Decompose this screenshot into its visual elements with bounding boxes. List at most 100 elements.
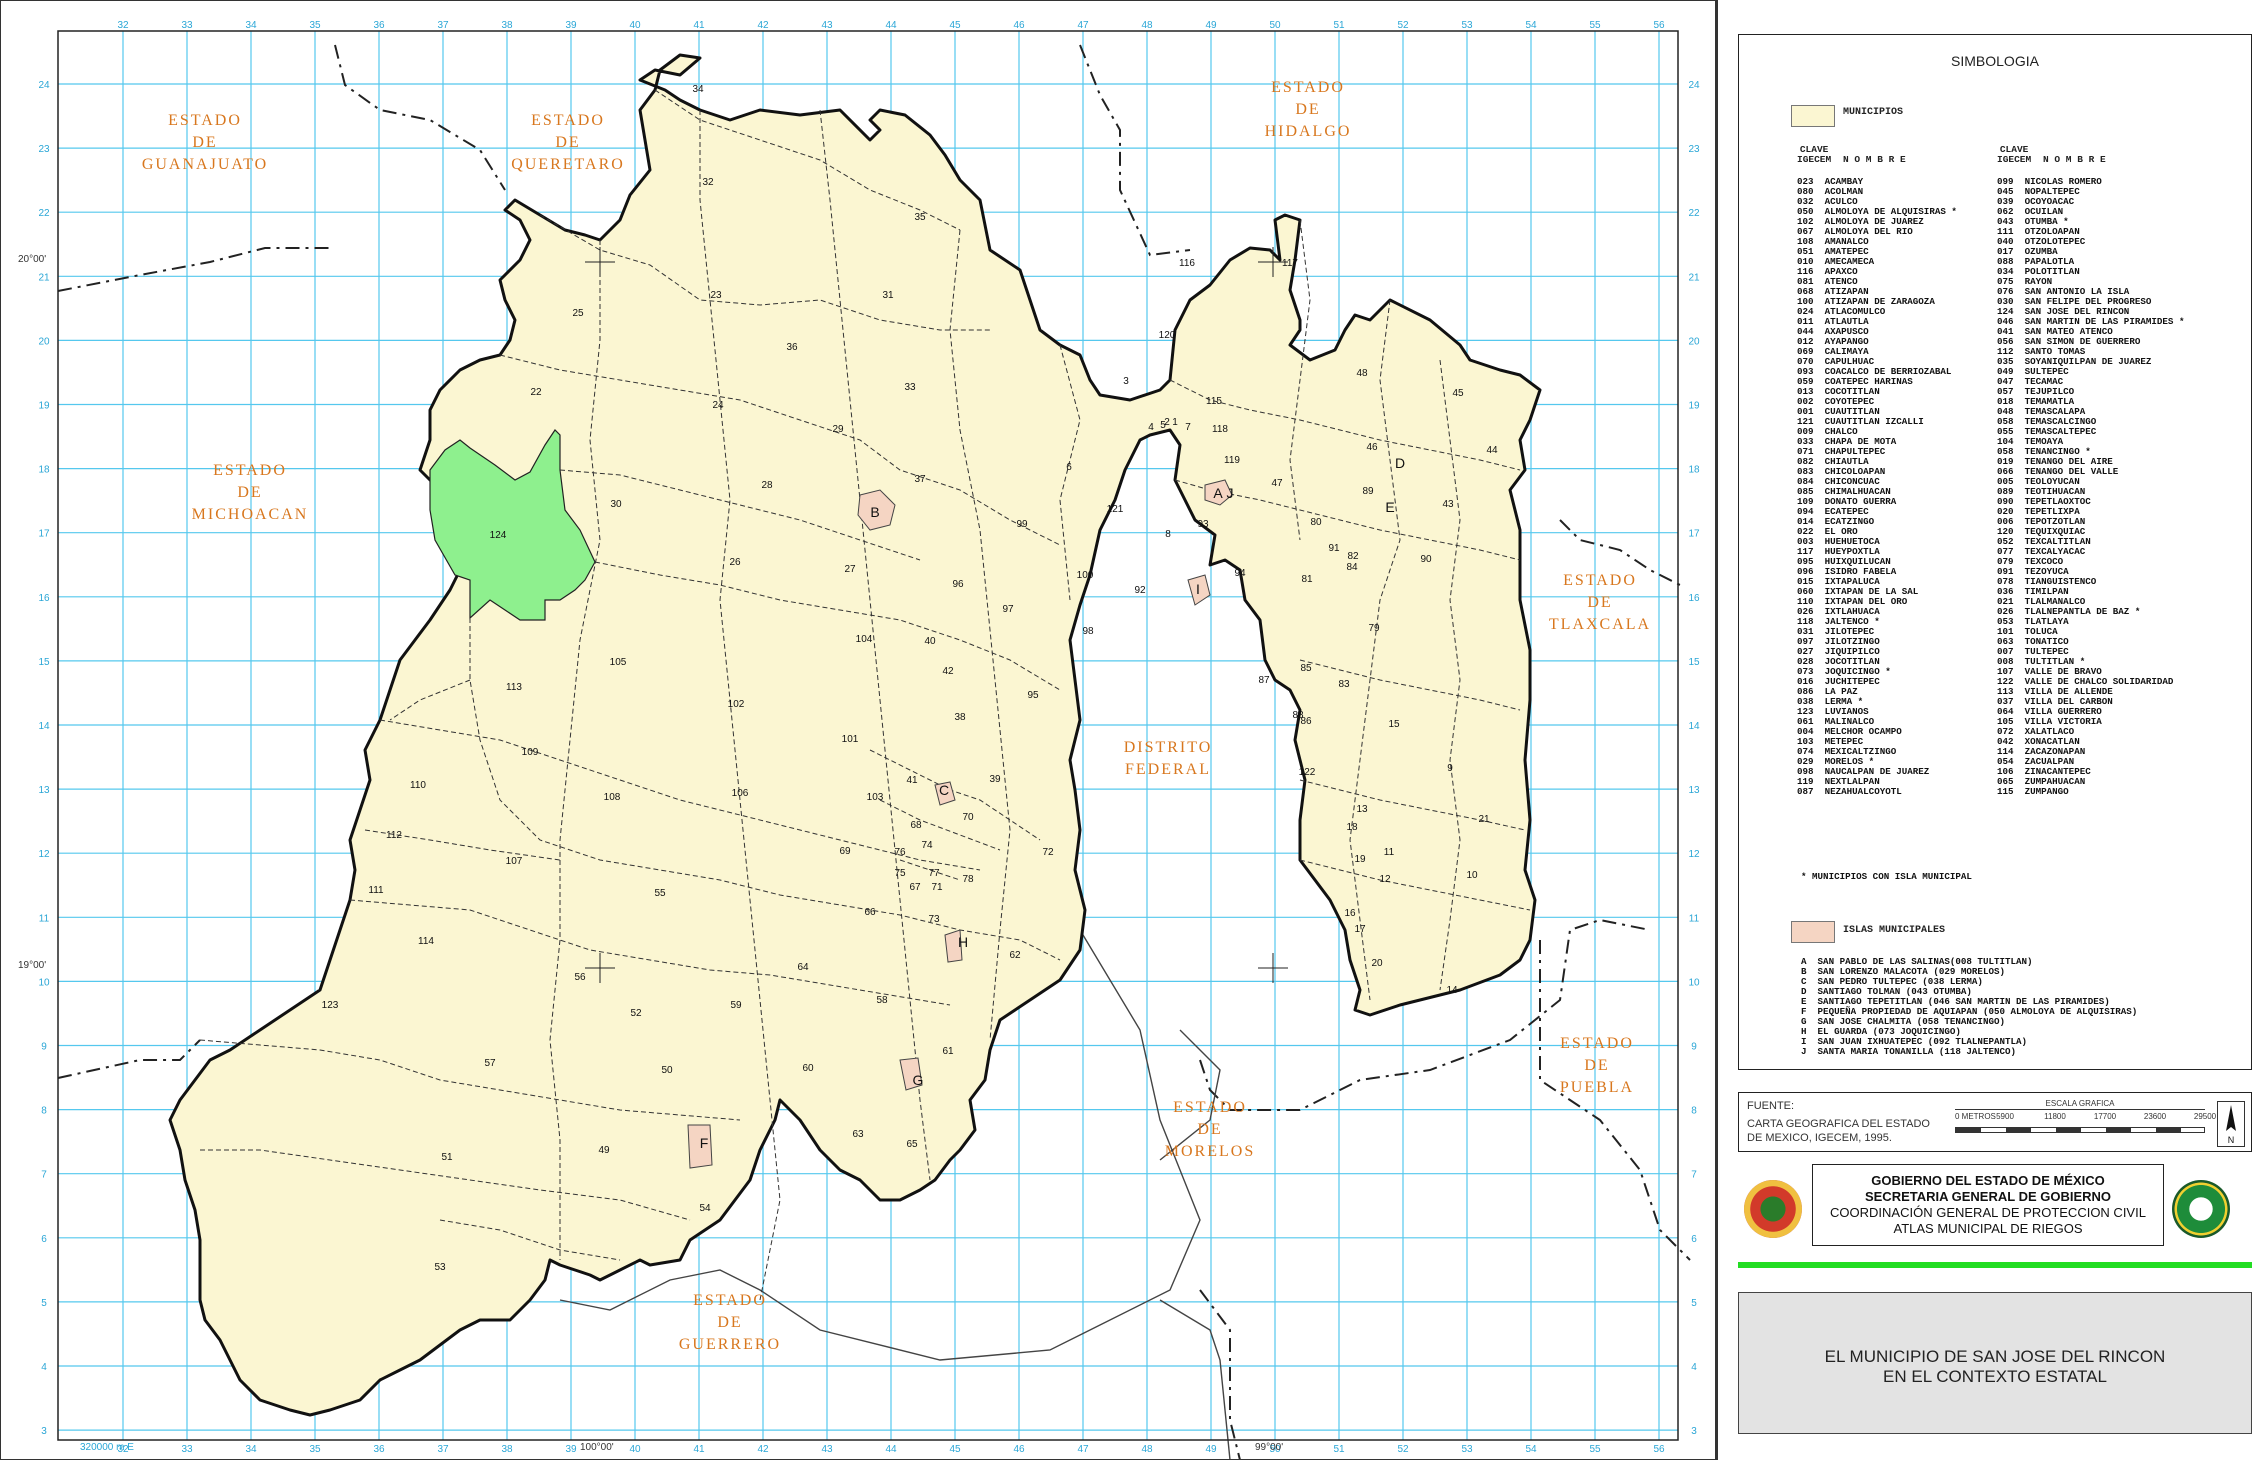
municipio-entry: 093 COACALCO DE BERRIOZABAL xyxy=(1797,366,1952,377)
municipio-entry: 004 MELCHOR OCAMPO xyxy=(1797,726,1902,737)
grid-bottom-label: 51 xyxy=(1333,1444,1345,1455)
isla-entry: F PEQUEÑA PROPIEDAD DE AQUIAPAN (050 ALM… xyxy=(1801,1006,2138,1017)
municipality-number: 3 xyxy=(1123,376,1129,387)
island-b xyxy=(857,489,896,531)
municipal-islands xyxy=(687,479,1233,1169)
municipio-entry: 105 VILLA VICTORIA xyxy=(1997,716,2102,727)
municipio-entry: 007 TULTEPEC xyxy=(1997,646,2069,657)
state-label-line: DE xyxy=(192,134,217,151)
grid-left-label: 22 xyxy=(38,208,50,219)
municipality-number: 56 xyxy=(574,972,586,983)
grid-right-label: 22 xyxy=(1688,208,1700,219)
municipality-number: 104 xyxy=(856,634,873,645)
scale-bar xyxy=(1955,1127,2205,1133)
state-label-line: DISTRITO xyxy=(1124,739,1213,756)
municipio-entry: 019 TENANGO DEL AIRE xyxy=(1997,456,2113,467)
isla-footnote: * MUNICIPIOS CON ISLA MUNICIPAL xyxy=(1801,871,1972,882)
municipio-entry: 011 ATLAUTLA xyxy=(1797,316,1869,327)
grid-bottom-label: 35 xyxy=(309,1444,321,1455)
municipality-number: 17 xyxy=(1354,924,1366,935)
municipality-number: 32 xyxy=(702,177,714,188)
municipio-entry: 046 SAN MARTIN DE LAS PIRAMIDES * xyxy=(1997,316,2185,327)
islas-swatch xyxy=(1791,921,1835,943)
title-line2: EN EL CONTEXTO ESTATAL xyxy=(1883,1367,2107,1386)
grid-bottom-label: 49 xyxy=(1205,1444,1217,1455)
municipality-number: 78 xyxy=(962,874,974,885)
municipio-entry: 062 OCUILAN xyxy=(1997,206,2064,217)
municipality-number: 67 xyxy=(909,882,921,893)
municipio-entry: 100 ATIZAPAN DE ZARAGOZA xyxy=(1797,296,1935,307)
municipio-entry: 113 VILLA DE ALLENDE xyxy=(1997,686,2113,697)
grid-bottom-label: 33 xyxy=(181,1444,193,1455)
grid-tick-labels: 3232333334343535363637373838393940404141… xyxy=(38,20,1700,1455)
municipality-number-labels: 3432353123253633242229283730124262799969… xyxy=(322,84,1498,1273)
municipality-number: 77 xyxy=(928,868,940,879)
municipality-number: 114 xyxy=(418,936,434,947)
grid-right-label: 17 xyxy=(1688,529,1700,540)
municipio-entry: 013 COCOTITLAN xyxy=(1797,386,1880,397)
municipio-entry: 117 HUEYPOXTLA xyxy=(1797,546,1880,557)
municipio-entry: 043 OTUMBA * xyxy=(1997,216,2069,227)
municipality-number: 111 xyxy=(368,885,384,896)
municipality-number: 48 xyxy=(1356,368,1368,379)
municipality-number: 60 xyxy=(802,1063,814,1074)
municipio-entry: 002 COYOTEPEC xyxy=(1797,396,1875,407)
north-label: N xyxy=(2228,1135,2235,1145)
municipality-number: 53 xyxy=(434,1262,446,1273)
grid-left-label: 24 xyxy=(38,80,50,91)
municipio-entry: 094 ECATEPEC xyxy=(1797,506,1869,517)
municipality-number: 11 xyxy=(1384,847,1395,858)
green-separator-bar xyxy=(1738,1262,2252,1268)
municipio-entry: 027 JIQUIPILCO xyxy=(1797,646,1880,657)
municipality-number: 37 xyxy=(914,474,926,485)
municipality-number: 45 xyxy=(1452,388,1464,399)
island-letter: I xyxy=(1196,581,1200,597)
island-f xyxy=(687,1124,713,1169)
isla-entry: H EL GUARDA (073 JOQUICINGO) xyxy=(1801,1026,1961,1037)
municipality-number: 5 xyxy=(1160,420,1166,431)
grid-right-label: 15 xyxy=(1688,657,1700,668)
municipality-number: 61 xyxy=(942,1046,954,1057)
municipality-number: 69 xyxy=(839,846,851,857)
gov-line2: SECRETARIA GENERAL DE GOBIERNO xyxy=(1864,1189,2112,1204)
municipio-entry: 089 TEOTIHUACAN xyxy=(1997,486,2086,497)
grid-bottom-label: 52 xyxy=(1397,1444,1409,1455)
grid-left-label: 17 xyxy=(38,529,50,540)
municipality-number: 65 xyxy=(906,1139,918,1150)
municipio-entry: 123 LUVIANOS xyxy=(1797,706,1869,717)
municipio-entry: 020 TEPETLIXPA xyxy=(1997,506,2080,517)
north-arrow-icon: N xyxy=(2217,1101,2245,1147)
municipality-number: 28 xyxy=(761,480,773,491)
municipality-number: 36 xyxy=(786,342,798,353)
municipio-entry: 026 IXTLAHUACA xyxy=(1797,606,1880,617)
state-label-line: HIDALGO xyxy=(1265,123,1352,140)
grid-left-label: 10 xyxy=(38,977,50,988)
lon-100-label: 100°00' xyxy=(580,1442,614,1453)
grid-bottom-label: 46 xyxy=(1013,1444,1025,1455)
proteccion-civil-seal-logo xyxy=(2172,1180,2230,1238)
state-label-line: PUEBLA xyxy=(1560,1079,1634,1096)
lat-19-label: 19°00' xyxy=(18,960,46,971)
municipio-entry: 106 ZINACANTEPEC xyxy=(1997,766,2091,777)
grid-left-label: 19 xyxy=(38,401,50,412)
state-label-line: GUERRERO xyxy=(679,1336,781,1353)
municipio-entry: 059 COATEPEC HARINAS xyxy=(1797,376,1913,387)
municipio-entry: 034 POLOTITLAN xyxy=(1997,266,2080,277)
grid-left-label: 23 xyxy=(38,144,50,155)
municipio-entry: 039 OCOYOACAC xyxy=(1997,196,2075,207)
municipality-number: 68 xyxy=(910,820,922,831)
municipio-entry: 111 OTZOLOAPAN xyxy=(1997,226,2080,237)
state-label-line: QUERETARO xyxy=(511,156,625,173)
municipality-number: 39 xyxy=(989,774,1001,785)
municipios-swatch xyxy=(1791,105,1835,127)
municipality-number: 2 xyxy=(1164,417,1170,428)
state-label-line: ESTADO xyxy=(1560,1035,1634,1052)
municipality-number: 34 xyxy=(692,84,704,95)
municipality-number: 100 xyxy=(1077,570,1094,581)
grid-top-label: 51 xyxy=(1333,20,1345,31)
state-label-line: DE xyxy=(717,1314,742,1331)
grid-bottom-label: 34 xyxy=(245,1444,257,1455)
grid-bottom-label: 41 xyxy=(693,1444,705,1455)
